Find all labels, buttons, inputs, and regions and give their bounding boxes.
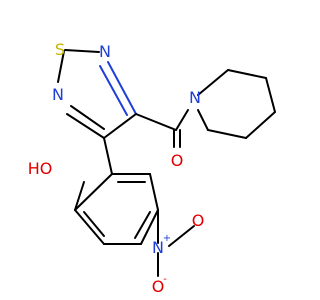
- bond-pip-4: [245, 111, 276, 139]
- bond-ph-inner-3: [83, 211, 105, 237]
- bond-c3-n-left: [66, 113, 105, 139]
- bond-c4-c3: [103, 113, 137, 139]
- ring-nitrogen-top-atom: N: [99, 42, 111, 61]
- bond-n-o-top: [168, 225, 195, 247]
- bond-s-n-left: [57, 50, 65, 83]
- bond-c4-carbonyl: [135, 113, 177, 131]
- bond-ph-6: [74, 173, 113, 211]
- bond-c3-n-left-double: [70, 105, 105, 130]
- bond-n-top-c4-double: [99, 65, 128, 116]
- bonds: [57, 49, 276, 277]
- sulfur-atom: S: [55, 40, 65, 59]
- molecule-diagram: S N N N O HO N + O O -: [28, 40, 276, 296]
- bond-n-top-c4: [107, 61, 137, 115]
- bond-pip-2: [227, 69, 267, 79]
- nitro-oxygen-bottom-atom: O: [152, 277, 165, 296]
- bond-s-n-top: [64, 49, 100, 53]
- bond-pip-1: [197, 69, 229, 96]
- nitro-oxygen-top-atom: O: [192, 211, 205, 230]
- carbonyl-oxygen-atom: O: [171, 151, 184, 170]
- bond-ph-inner-2: [134, 211, 151, 239]
- atom-labels: S N N N O HO N + O O -: [28, 40, 205, 296]
- amide-nitrogen-atom: N: [189, 88, 201, 107]
- bond-carbonyl-n: [175, 109, 189, 131]
- bond-pip-6: [197, 109, 209, 131]
- nitro-positive-charge: +: [163, 233, 171, 244]
- bond-c3-phenyl: [103, 137, 113, 175]
- bond-ph-oh: [74, 181, 85, 211]
- bond-pip-3: [265, 77, 276, 113]
- bond-ph-3: [140, 209, 159, 245]
- hydroxyl-group: HO: [28, 159, 53, 178]
- bond-pip-5: [207, 129, 247, 139]
- nitro-nitrogen-atom: N: [152, 238, 164, 257]
- nitro-negative-charge: -: [163, 274, 167, 285]
- bond-ph-2: [149, 173, 159, 211]
- ring-nitrogen-left-atom: N: [52, 85, 64, 104]
- bond-ph-5: [74, 209, 105, 245]
